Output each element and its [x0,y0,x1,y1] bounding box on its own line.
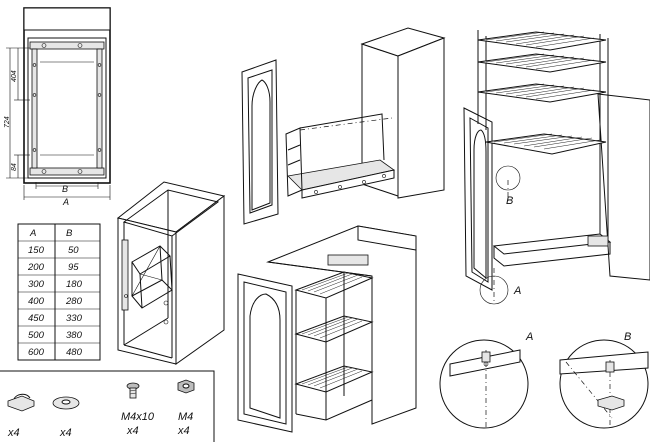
front-dim-height-3: 84 [11,163,18,171]
detail-a-circle: A [439,331,533,429]
hardware-screw-qty: x4 [126,425,139,437]
tall-unit-marker-a: A [513,285,521,297]
table-header-a: A [29,228,36,239]
table-cell: 480 [66,347,83,358]
nut-icon [177,379,195,394]
door-and-rail-exploded-diagram [241,27,446,225]
table-cell: 400 [28,296,45,307]
table-cell: 280 [65,296,83,307]
screw-icon [126,382,140,399]
table-cell: 450 [28,313,45,324]
table-cell: 95 [68,262,79,273]
hardware-box: x4 x4 M4x10 x4 M4 x4 [0,370,215,442]
table-cell: 380 [66,330,83,341]
cabinet-with-basket-diagram [116,181,226,365]
tall-unit-marker-b: B [506,195,513,207]
hardware-nut-label: M4 [178,411,193,423]
table-cell: 180 [66,279,83,290]
size-table: A B 150 50 200 95 300 180 400 280 450 33… [17,223,101,361]
washer-icon [52,396,80,410]
front-dim-height-1: 404 [11,70,18,82]
front-dim-height-2: 724 [4,116,11,128]
table-header-b: B [66,228,73,239]
detail-b-circle: B [559,331,649,429]
detail-a-label: A [525,331,533,343]
front-dim-a-label: A [62,197,69,207]
clip-icon [7,393,35,412]
hardware-washer-qty: x4 [59,427,72,439]
tall-unit-diagram: B A [463,30,650,305]
table-cell: 300 [28,279,45,290]
hardware-clip-qty: x4 [7,427,20,439]
table-cell: 200 [27,262,45,273]
table-cell: 50 [68,245,79,256]
detail-b-label: B [624,331,631,343]
table-cell: 150 [28,245,45,256]
hardware-screw-label: M4x10 [121,411,155,423]
pullout-with-door-diagram [237,225,417,433]
front-view-diagram: 404 724 84 B A [4,7,111,207]
table-cell: 600 [28,347,45,358]
table-cell: 330 [66,313,83,324]
hardware-nut-qty: x4 [177,425,190,437]
front-dim-b-label: B [62,184,68,194]
table-cell: 500 [28,330,45,341]
